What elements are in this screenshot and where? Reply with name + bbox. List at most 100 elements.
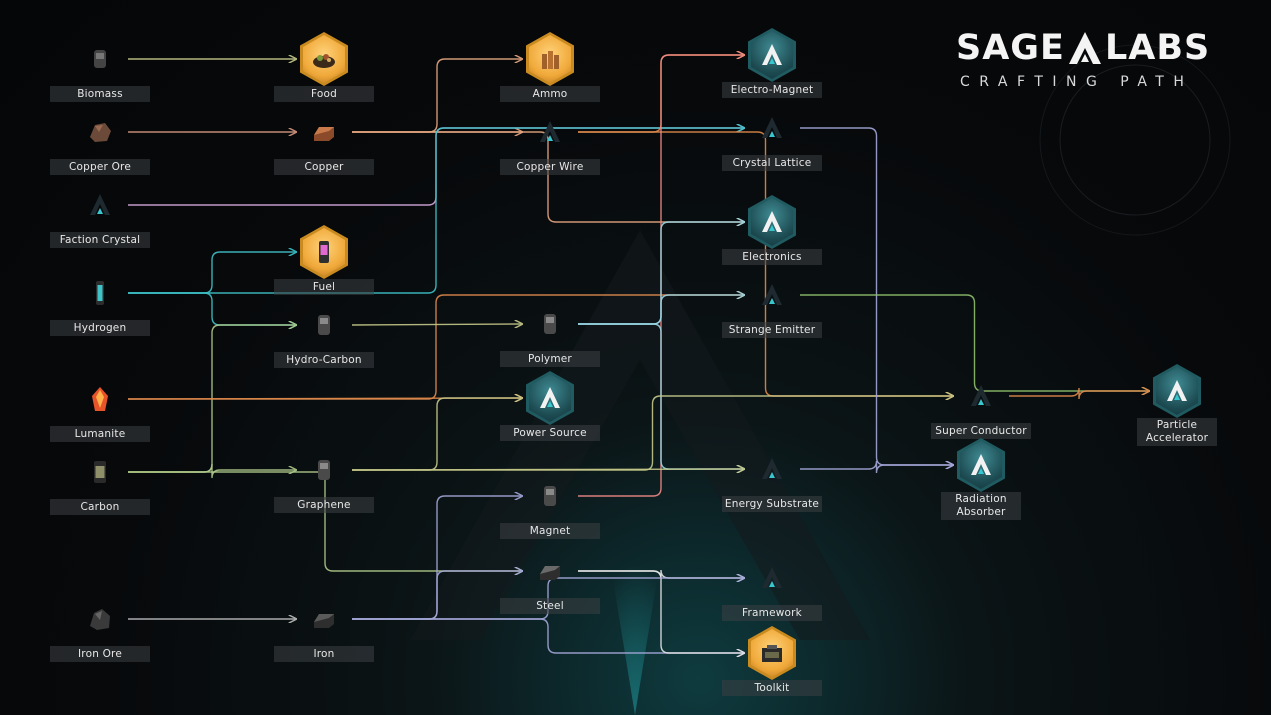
faction-a-icon bbox=[540, 121, 560, 142]
node-hydro-carbon[interactable]: Hydro-Carbon bbox=[274, 296, 374, 376]
hex-frame bbox=[526, 544, 574, 598]
node-carbon[interactable]: Carbon bbox=[50, 443, 150, 523]
node-label: Hydrogen bbox=[50, 320, 150, 336]
sage-labs-a-icon bbox=[1068, 32, 1101, 64]
node-power-source[interactable]: Power Source bbox=[500, 369, 600, 449]
edge-copper-to-electronics bbox=[352, 131, 744, 222]
faction-a-icon bbox=[762, 284, 782, 305]
hydrogen-tube-icon bbox=[96, 281, 104, 305]
brand-right: LABS bbox=[1104, 28, 1211, 68]
node-label: Biomass bbox=[50, 86, 150, 102]
sage-labs-logo: SAGE LABS CRAFTING PATH bbox=[956, 28, 1236, 90]
edge-copper-to-ammo bbox=[352, 59, 522, 133]
node-label: Iron Ore bbox=[50, 646, 150, 662]
node-label: Lumanite bbox=[50, 426, 150, 442]
faction-a-icon bbox=[90, 194, 110, 215]
hex-frame bbox=[76, 372, 124, 426]
hex-frame bbox=[748, 551, 796, 605]
hex-frame bbox=[957, 438, 1005, 492]
node-electronics[interactable]: Electronics bbox=[722, 193, 822, 273]
edge-graphene-to-power-source bbox=[352, 398, 522, 471]
edge-hydrogen-to-hydro-carbon bbox=[128, 292, 296, 325]
hex-frame bbox=[76, 592, 124, 646]
node-steel[interactable]: Steel bbox=[500, 542, 600, 622]
node-label: Hydro-Carbon bbox=[274, 352, 374, 368]
hex-frame bbox=[526, 105, 574, 159]
brand-title: SAGE LABS bbox=[956, 28, 1236, 68]
faction-a-icon bbox=[762, 458, 782, 479]
node-label: Fuel bbox=[274, 279, 374, 295]
edge-super-conductor-to-particle-accelerator bbox=[1009, 388, 1149, 400]
ingot-icon bbox=[314, 614, 334, 628]
node-food[interactable]: Food bbox=[274, 30, 374, 110]
hex-frame bbox=[748, 626, 796, 680]
edge-energy-substrate-to-radiation-absorber bbox=[800, 461, 953, 474]
brand-subtitle: CRAFTING PATH bbox=[960, 74, 1194, 90]
node-label: Magnet bbox=[500, 523, 600, 539]
node-label: Particle Accelerator bbox=[1137, 418, 1217, 446]
node-framework[interactable]: Framework bbox=[722, 549, 822, 629]
node-graphene[interactable]: Graphene bbox=[274, 441, 374, 521]
node-label: Carbon bbox=[50, 499, 150, 515]
hex-frame bbox=[748, 28, 796, 82]
node-label: Radiation Absorber bbox=[941, 492, 1021, 520]
node-fuel[interactable]: Fuel bbox=[274, 223, 374, 303]
node-electro-magnet[interactable]: Electro-Magnet bbox=[722, 26, 822, 106]
node-hydrogen[interactable]: Hydrogen bbox=[50, 264, 150, 344]
node-particle-accelerator[interactable]: Particle Accelerator bbox=[1127, 362, 1227, 446]
edge-hydrogen-to-crystal-lattice bbox=[128, 128, 744, 294]
edge-iron-to-steel bbox=[352, 571, 522, 620]
hex-frame bbox=[526, 32, 574, 86]
faction-a-icon bbox=[971, 385, 991, 406]
lumanite-crystal-icon bbox=[92, 387, 108, 411]
node-super-conductor[interactable]: Super Conductor bbox=[931, 367, 1031, 447]
node-label: Toolkit bbox=[722, 680, 822, 696]
hex-frame bbox=[300, 105, 348, 159]
cylinder-icon bbox=[544, 314, 556, 334]
node-polymer[interactable]: Polymer bbox=[500, 295, 600, 375]
hex-frame bbox=[76, 266, 124, 320]
node-ammo[interactable]: Ammo bbox=[500, 30, 600, 110]
hex-frame bbox=[526, 469, 574, 523]
node-strange-emitter[interactable]: Strange Emitter bbox=[722, 266, 822, 346]
node-crystal-lattice[interactable]: Crystal Lattice bbox=[722, 99, 822, 179]
edge-crystal-lattice-to-radiation-absorber bbox=[800, 127, 953, 465]
node-copper[interactable]: Copper bbox=[274, 103, 374, 183]
cylinder-icon bbox=[318, 315, 330, 335]
hex-frame bbox=[300, 298, 348, 352]
node-label: Polymer bbox=[500, 351, 600, 367]
node-label: Ammo bbox=[500, 86, 600, 102]
node-label: Power Source bbox=[500, 425, 600, 441]
edge-hydro-carbon-to-polymer bbox=[351, 324, 522, 325]
node-label: Framework bbox=[722, 605, 822, 621]
node-lumanite[interactable]: Lumanite bbox=[50, 370, 150, 450]
node-magnet[interactable]: Magnet bbox=[500, 467, 600, 547]
biomass-icon bbox=[94, 50, 106, 68]
ore-icon bbox=[90, 609, 110, 630]
hex-frame bbox=[76, 32, 124, 86]
ore-icon bbox=[90, 123, 111, 142]
node-iron-ore[interactable]: Iron Ore bbox=[50, 590, 150, 670]
node-label: Copper Wire bbox=[500, 159, 600, 175]
faction-a-icon bbox=[971, 454, 991, 475]
node-label: Graphene bbox=[274, 497, 374, 513]
node-radiation-absorber[interactable]: Radiation Absorber bbox=[931, 436, 1031, 520]
node-copper-wire[interactable]: Copper Wire bbox=[500, 103, 600, 183]
node-biomass[interactable]: Biomass bbox=[50, 30, 150, 110]
hex-frame bbox=[1153, 364, 1201, 418]
hex-frame bbox=[76, 178, 124, 232]
node-toolkit[interactable]: Toolkit bbox=[722, 624, 822, 704]
faction-a-icon bbox=[762, 117, 782, 138]
edge-lumanite-to-strange-emitter bbox=[128, 295, 744, 400]
hex-frame bbox=[526, 371, 574, 425]
node-faction-crystal[interactable]: Faction Crystal bbox=[50, 176, 150, 256]
edge-carbon-to-graphene bbox=[128, 463, 296, 479]
node-copper-ore[interactable]: Copper Ore bbox=[50, 103, 150, 183]
edge-polymer-to-strange-emitter bbox=[578, 295, 744, 325]
ammo-icon bbox=[542, 51, 559, 69]
brand-left: SAGE bbox=[956, 28, 1065, 68]
node-energy-substrate[interactable]: Energy Substrate bbox=[722, 440, 822, 520]
faction-a-icon bbox=[762, 211, 782, 232]
node-iron[interactable]: Iron bbox=[274, 590, 374, 670]
